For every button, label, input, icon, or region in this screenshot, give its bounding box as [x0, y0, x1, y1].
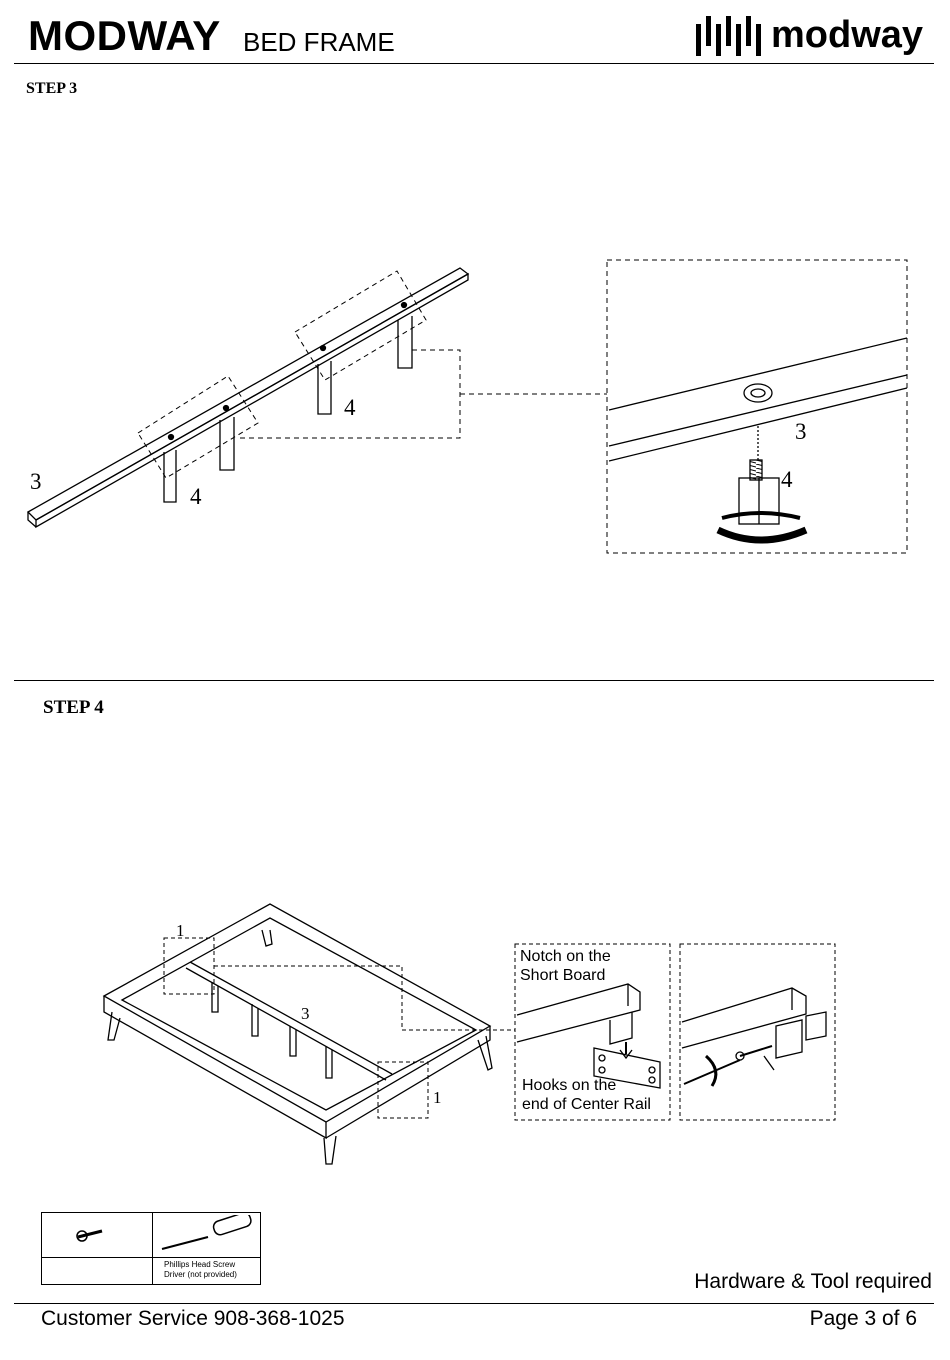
step4-title: STEP 4 — [43, 697, 104, 719]
label-leg-4-a: 4 — [190, 485, 202, 508]
label-detail-rail-3: 3 — [795, 420, 807, 443]
logo-wordmark: modway — [771, 14, 923, 57]
label-board-1-top: 1 — [176, 921, 185, 941]
center-rail-side — [36, 274, 468, 527]
tool-note: Phillips Head Screw Driver (not provided… — [164, 1260, 237, 1280]
footer-divider — [14, 1303, 934, 1304]
focus-box-1-top — [164, 938, 214, 994]
label-center-rail-3: 3 — [301, 1004, 310, 1024]
step3-diagram — [0, 240, 950, 570]
customer-service: Customer Service 908-368-1025 — [41, 1307, 345, 1331]
screwdriver-icon — [158, 1215, 258, 1255]
brand-title: MODWAY — [28, 12, 221, 60]
notch-note: Notch on the Short Board — [520, 947, 611, 985]
frame-inner — [122, 918, 476, 1110]
detail-box — [607, 260, 907, 553]
product-subtitle: BED FRAME — [243, 27, 395, 57]
step4-diagram — [0, 900, 950, 1175]
hardware-table: Phillips Head Screw Driver (not provided… — [41, 1212, 261, 1285]
label-rail-3: 3 — [30, 470, 42, 493]
detail-box-screw — [680, 944, 835, 1120]
step3-title: STEP 3 — [26, 80, 77, 98]
page-number: Page 3 of 6 — [810, 1307, 917, 1331]
modway-logo: modway — [694, 12, 914, 60]
label-detail-leg-4: 4 — [781, 468, 793, 491]
header-divider — [14, 63, 934, 64]
screw-icon — [76, 1225, 116, 1245]
hooks-note: Hooks on the end of Center Rail — [522, 1076, 651, 1114]
step-divider — [14, 680, 934, 681]
label-board-1-bottom: 1 — [433, 1088, 442, 1108]
barcode-bars-logo-icon — [694, 12, 772, 60]
focus-box-right — [295, 271, 426, 380]
hardware-caption: Hardware & Tool required — [694, 1270, 932, 1294]
focus-box-left — [138, 376, 258, 478]
label-leg-4-b: 4 — [344, 396, 356, 419]
